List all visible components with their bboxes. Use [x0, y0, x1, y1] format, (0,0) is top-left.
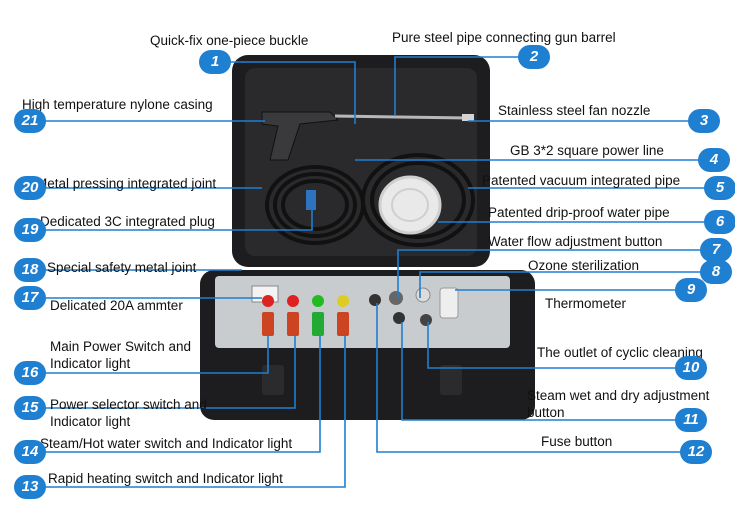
callout-label-20: Metal pressing integrated joint — [36, 176, 217, 191]
callout-label-12: Fuse button — [541, 434, 613, 449]
switch-steam-hot-water — [312, 312, 324, 336]
callout-badge-5: 5 — [704, 176, 735, 200]
leader-14 — [30, 336, 321, 453]
callout-badge-4: 4 — [698, 148, 730, 172]
leader-2 — [394, 56, 533, 115]
callout-label-13: Rapid heating switch and Indicator light — [48, 471, 283, 486]
thermometer — [439, 287, 459, 319]
callout-label-14: Steam/Hot water switch and Indicator lig… — [40, 436, 293, 451]
water-flow-knob — [389, 291, 403, 305]
callout-label-17: Delicated 20A ammter — [50, 298, 183, 313]
case-latch-left — [262, 365, 284, 395]
callout-label-18: Special safety metal joint — [47, 260, 197, 275]
callout-label-9: Thermometer — [545, 296, 627, 311]
leader-8 — [419, 271, 715, 298]
leader-11 — [401, 322, 690, 421]
callout-badge-8: 8 — [700, 260, 732, 284]
callout-label-5: Patented vacuum integrated pipe — [482, 173, 681, 188]
callout-label-19: Dedicated 3C integrated plug — [40, 214, 215, 229]
leader-12 — [376, 303, 695, 453]
callout-label-7: Water flow adjustment button — [488, 234, 663, 249]
callout-label-6: Patented drip-proof water pipe — [488, 205, 670, 220]
callout-badge-9: 9 — [675, 278, 707, 302]
callout-label-1: Quick-fix one-piece buckle — [150, 33, 309, 48]
callout-label-10: The outlet of cyclic cleaning — [537, 345, 703, 360]
callout-badge-1: 1 — [199, 50, 231, 74]
callout-badge-6: 6 — [704, 210, 735, 234]
case-latch-right — [440, 365, 462, 395]
ozone-unit — [415, 287, 431, 303]
indicator-yellow — [337, 295, 349, 307]
cyclic-outlet — [420, 314, 432, 326]
indicator-red-2 — [287, 295, 299, 307]
callout-label-11: Steam wet and dry adjustment button — [527, 388, 710, 420]
callout-label-4: GB 3*2 square power line — [510, 143, 664, 158]
callout-badge-12: 12 — [680, 440, 712, 464]
callout-label-8: Ozone sterilization — [528, 258, 640, 273]
callout-badge-13: 13 — [14, 475, 46, 499]
leader-16 — [30, 336, 269, 374]
leader-19 — [30, 210, 313, 231]
callout-badge-14: 14 — [14, 440, 46, 464]
callout-badge-10: 10 — [675, 356, 707, 380]
steam-adjust-knob — [393, 312, 405, 324]
indicator-red-1 — [262, 295, 274, 307]
callout-badge-15: 15 — [14, 396, 46, 420]
callout-badge-2: 2 — [518, 45, 550, 69]
callout-label-15: Power selector switch and Indicator ligh… — [50, 397, 207, 429]
callout-badge-3: 3 — [688, 109, 720, 133]
callout-label-16: Main Power Switch and Indicator light — [50, 339, 192, 371]
switch-main-power — [262, 312, 274, 336]
fuse-button — [369, 294, 381, 306]
hose-coils — [265, 153, 475, 247]
leader-lines — [30, 56, 720, 488]
callout-badge-7: 7 — [700, 238, 732, 262]
leader-15 — [30, 336, 296, 409]
gun-barrel — [334, 114, 469, 120]
switch-power-selector — [287, 312, 299, 336]
drip-proof-water-pipe — [378, 175, 442, 235]
leader-10 — [427, 322, 690, 369]
callout-label-21: High temperature nylone casing — [22, 97, 213, 112]
callout-label-2: Pure steel pipe connecting gun barrel — [392, 30, 616, 45]
callout-badge-11: 11 — [675, 408, 707, 432]
callout-badge-19: 19 — [14, 218, 46, 242]
leader-1 — [214, 61, 356, 124]
indicator-green — [312, 295, 324, 307]
leader-7 — [397, 249, 715, 298]
callout-label-3: Stainless steel fan nozzle — [498, 103, 651, 118]
callout-badge-17: 17 — [14, 286, 46, 310]
callout-badge-20: 20 — [14, 176, 46, 200]
callout-badge-16: 16 — [14, 361, 46, 385]
case-lid-inner — [245, 68, 477, 256]
callout-badge-18: 18 — [14, 258, 46, 282]
leader-13 — [30, 336, 346, 488]
steam-gun — [261, 111, 340, 161]
callout-badge-21: 21 — [14, 109, 46, 133]
integrated-plug — [306, 190, 316, 210]
switch-rapid-heating — [337, 312, 349, 336]
